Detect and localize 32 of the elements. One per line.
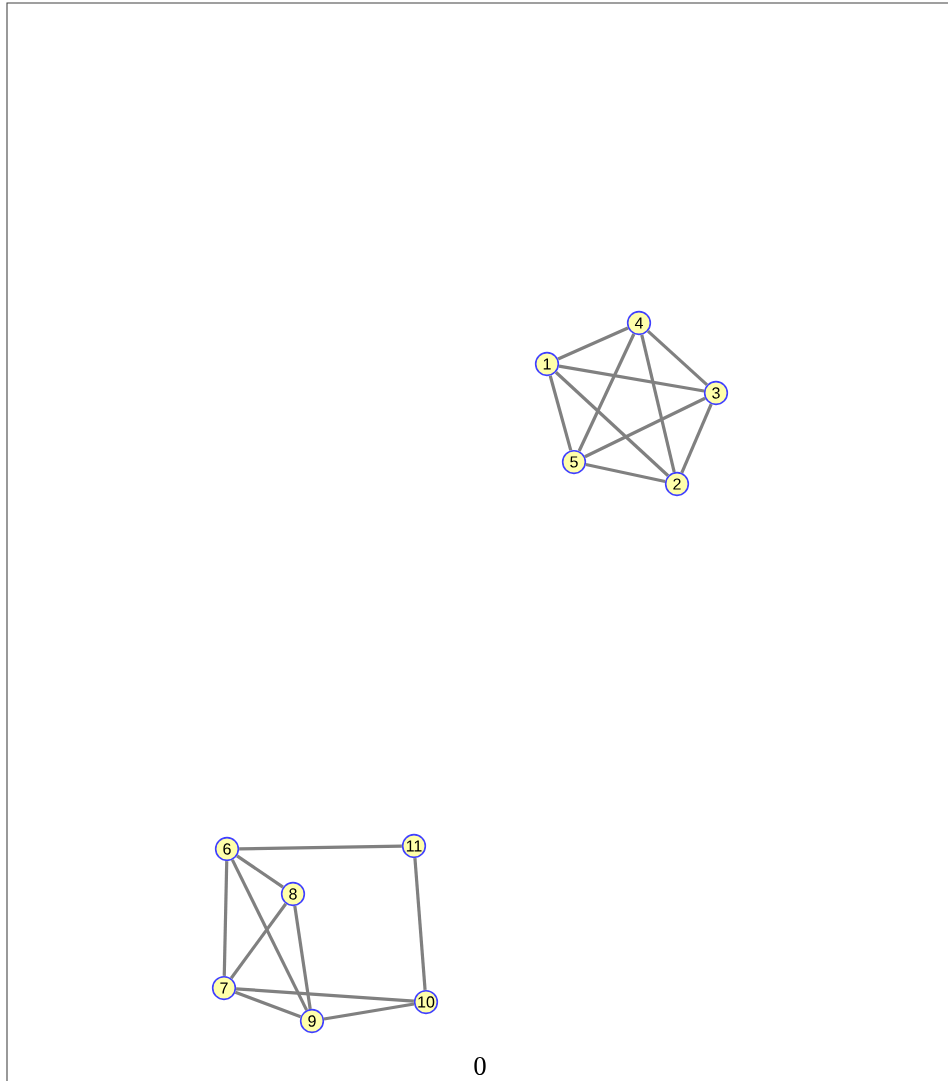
- graph-edge: [548, 375, 573, 451]
- graph-node: 5: [561, 449, 587, 475]
- graph-edge: [558, 364, 705, 393]
- graph-node: 7: [211, 975, 237, 1001]
- graph-edge: [222, 861, 229, 976]
- graph-edge: [584, 396, 706, 459]
- graph-node: 9: [299, 1008, 325, 1034]
- graph-edge: [293, 905, 312, 1010]
- graph-edge: [230, 859, 309, 1011]
- graph-edge: [554, 371, 670, 477]
- graph-edge: [234, 990, 302, 1019]
- graph-edge: [323, 1002, 415, 1021]
- graph-edge: [236, 854, 284, 889]
- graph-edge: [640, 334, 676, 473]
- graph-node: 11: [401, 833, 427, 859]
- graph-edge: [413, 857, 427, 991]
- axis-label: 0: [474, 1057, 486, 1075]
- graph-node: 8: [280, 881, 306, 907]
- graph-node: 3: [703, 380, 729, 406]
- graph-edge: [577, 333, 636, 452]
- graph-edge: [557, 326, 629, 361]
- graph-node: 2: [664, 471, 690, 497]
- graph-node: 4: [626, 310, 652, 336]
- graph-edge: [229, 902, 288, 980]
- graph-node: 10: [413, 989, 439, 1015]
- graph-edge: [680, 403, 713, 474]
- graph-node: 6: [214, 836, 240, 862]
- graph-edge: [585, 462, 666, 484]
- graph-edge: [239, 844, 402, 851]
- graph-edge: [236, 987, 414, 1003]
- graph-edge: [646, 330, 709, 387]
- graph-node: 1: [534, 351, 560, 377]
